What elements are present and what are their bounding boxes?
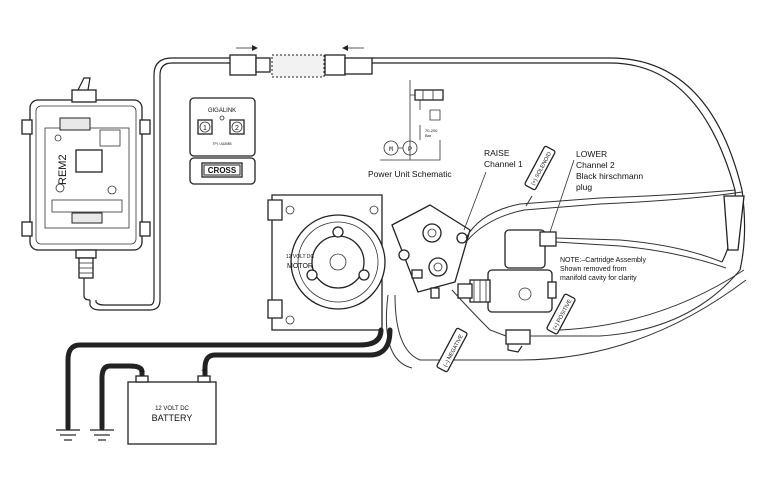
solenoid-tag: (+) SOLENOID: [524, 145, 556, 191]
svg-text:P: P: [408, 147, 412, 153]
fuse-holder: [505, 329, 531, 353]
lower-line4: plug: [576, 182, 592, 192]
note-line2: Shown removed from: [560, 266, 627, 273]
battery-neg: –: [139, 366, 145, 377]
note-line1: NOTE:–Cartridge Assembly: [560, 257, 646, 264]
remote-control: GIGALINK 1 2 TPI / ADIMB CROSS: [189, 97, 256, 185]
lower-line3: Black hirschmann: [576, 171, 643, 181]
motor-voltage: 12 VOLT DC: [286, 254, 315, 260]
manifold-block: [391, 204, 471, 299]
ground-symbol-2: [90, 429, 114, 441]
remote-button-1: 1: [203, 125, 207, 132]
remote-brand: GIGALINK: [208, 108, 236, 114]
battery-label: BATTERY: [152, 413, 193, 423]
negative-tag: (–) NEGATIVE: [436, 327, 468, 373]
raise-line1: RAISE: [484, 148, 510, 158]
ground-symbol-1: [56, 429, 80, 441]
lower-callout: LOWER Channel 2 Black hirschmann plug: [549, 149, 643, 233]
schematic-title: Power Unit Schematic: [368, 169, 452, 179]
battery-pos: +: [201, 366, 207, 377]
harness-loop: [89, 45, 743, 311]
remote-button-2: 2: [235, 125, 239, 132]
lower-line2: Channel 2: [576, 160, 615, 170]
svg-text:M: M: [389, 146, 393, 153]
solenoid-valve: [457, 229, 557, 313]
remote-small-text: TPI / ADIMB: [212, 142, 232, 146]
controller-board-label: REM2: [57, 154, 69, 185]
remote-logo: CROSS: [208, 166, 237, 175]
note-line3: manifold cavity for clarity: [560, 275, 637, 282]
raise-callout: RAISE Channel 1: [463, 148, 523, 231]
controller-box: REM2: [21, 77, 151, 301]
lower-line1: LOWER: [576, 149, 607, 159]
note-callout: NOTE:–Cartridge Assembly Shown removed f…: [560, 257, 646, 282]
raise-line2: Channel 1: [484, 159, 523, 169]
battery-cables: [65, 327, 393, 431]
signal-wires: [385, 189, 747, 369]
battery: – + 12 VOLT DC BATTERY: [127, 366, 217, 445]
motor-label: MOTOR: [287, 263, 313, 270]
battery-voltage: 12 VOLT DC: [155, 406, 189, 412]
motor: 12 VOLT DC MOTOR: [267, 194, 386, 331]
